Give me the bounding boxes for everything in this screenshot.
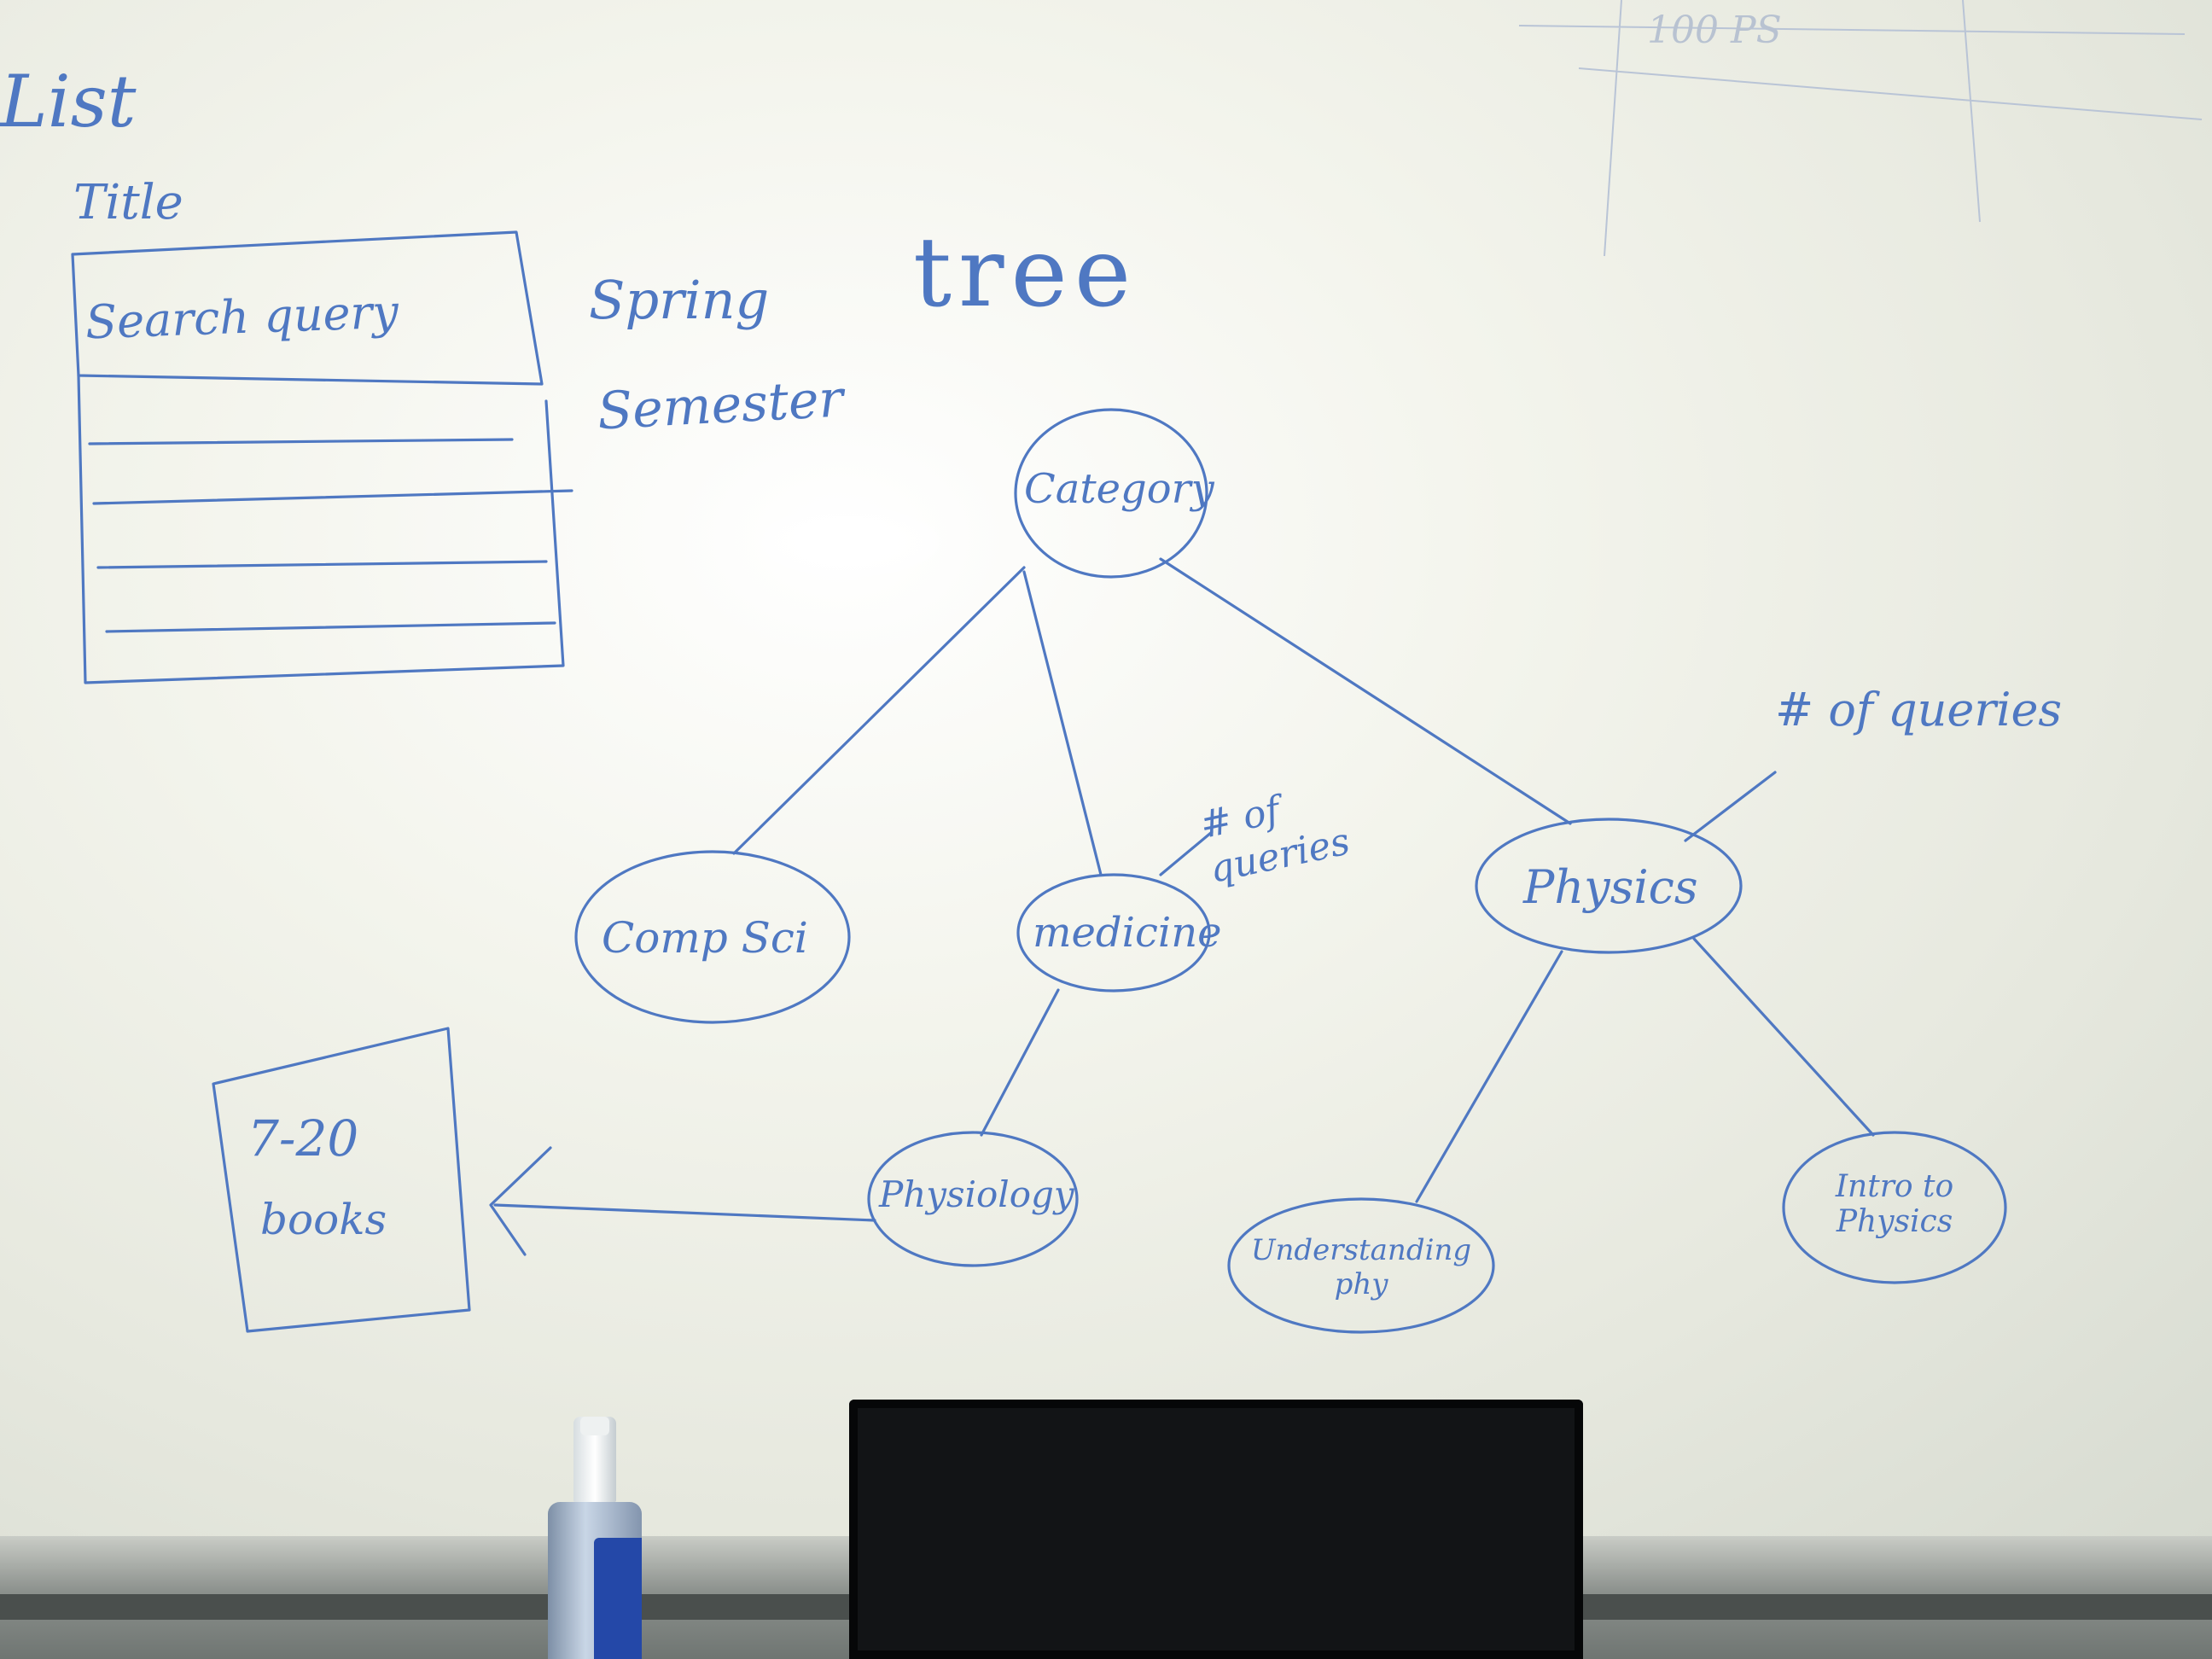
intro-physics-node — [1782, 1131, 2007, 1284]
books-box-outline — [212, 1027, 471, 1333]
medicine-note-tick — [1159, 830, 1214, 876]
edge-category-physics — [1159, 557, 1572, 825]
comp-sci-node — [574, 850, 851, 1024]
edge-medicine-physiology — [980, 988, 1060, 1137]
light-glare — [751, 504, 947, 580]
spring-label: Spring — [589, 269, 770, 331]
intro-physics-label: Intro to Physics — [1835, 1169, 1954, 1239]
results-list-outline — [77, 374, 565, 684]
arrow-to-books — [493, 1203, 876, 1222]
books-count-text: 7-20 — [247, 1109, 359, 1167]
monitor-back — [849, 1400, 1583, 1659]
physics-label: Physics — [1523, 860, 1698, 914]
physics-note-tick — [1684, 771, 1777, 842]
corner-scribble: 100 PS — [1647, 9, 1782, 52]
category-label: Category — [1024, 465, 1214, 513]
edge-category-medicine — [1022, 570, 1103, 876]
physiology-node — [867, 1131, 1079, 1267]
edge-physics-intro — [1692, 937, 1875, 1137]
edge-category-compsci — [732, 566, 1026, 855]
category-node — [1014, 408, 1208, 579]
physiology-label: Physiology — [879, 1173, 1074, 1215]
sketch-drawing — [71, 0, 2203, 1334]
arrow-head — [489, 1146, 552, 1256]
whiteboard — [0, 0, 2212, 1536]
edge-physics-understanding — [1415, 950, 1563, 1203]
physics-node — [1475, 818, 1743, 954]
comp-sci-label: Comp Sci — [602, 913, 808, 963]
medicine-node — [1016, 873, 1211, 992]
ghost-marks — [1518, 0, 2203, 257]
list-row-lines — [88, 438, 573, 633]
tree-heading: tree — [913, 218, 1138, 329]
search-query-text: Search query — [84, 284, 399, 350]
medicine-label: medicine — [1033, 909, 1222, 957]
understanding-phy-label: Understanding phy — [1250, 1233, 1472, 1301]
cleaner-spray-bottle — [548, 1417, 642, 1659]
books-label-text: books — [260, 1195, 387, 1244]
understanding-phy-node — [1227, 1197, 1495, 1334]
search-box-outline — [71, 230, 544, 386]
title-label: Title — [73, 175, 183, 230]
physics-queries-note: # of queries — [1775, 683, 2063, 736]
list-heading: List — [0, 60, 137, 143]
